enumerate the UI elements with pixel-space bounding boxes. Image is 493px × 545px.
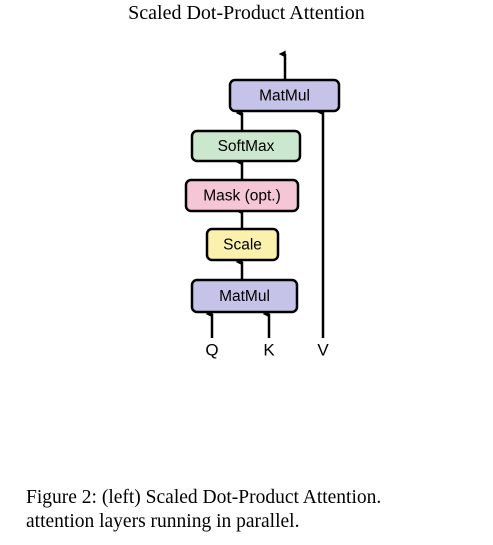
v-label: V [317, 341, 329, 360]
caption-line-2: attention layers running in parallel. [26, 511, 300, 532]
q-label: Q [205, 341, 218, 360]
matmul-top-label: MatMul [259, 88, 310, 105]
matmul-top-block: MatMul [228, 78, 341, 113]
diagram-title: Scaled Dot-Product Attention [128, 2, 365, 24]
matmul-bottom-block: MatMul [190, 278, 299, 314]
softmax-label: SoftMax [218, 138, 275, 155]
scale-label: Scale [223, 237, 262, 254]
scale-block: Scale [205, 227, 280, 262]
mask-label: Mask (opt.) [203, 188, 281, 205]
matmul-bottom-label: MatMul [219, 288, 270, 305]
caption-line-1: Figure 2: (left) Scaled Dot-Product Atte… [26, 487, 382, 508]
k-label: K [263, 341, 275, 360]
figure-caption: Figure 2: (left) Scaled Dot-Product Atte… [26, 486, 381, 534]
mask-block: Mask (opt.) [184, 178, 300, 213]
softmax-block: SoftMax [190, 129, 302, 163]
arrows [205, 50, 325, 338]
